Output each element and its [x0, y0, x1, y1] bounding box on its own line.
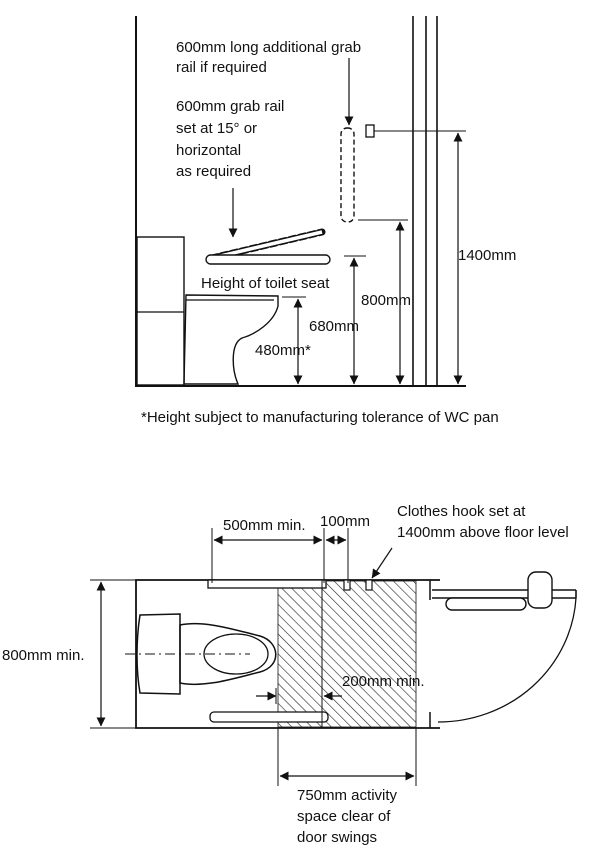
- grab-rail-angled: [208, 228, 326, 262]
- dim-label-100: 100mm: [320, 513, 370, 530]
- additional-rail-label: 600mm long additional grab rail if requi…: [176, 39, 365, 76]
- dim-label-500: 500mm min.: [223, 517, 306, 534]
- plan-view: 500mm min. 100mm Clothes hook set at 140…: [2, 503, 577, 846]
- width-label: 800mm min.: [2, 647, 85, 664]
- wc-plan: [125, 613, 277, 695]
- dim-label-200: 200mm min.: [342, 673, 425, 690]
- hook-bracket: [365, 124, 375, 138]
- seat-height-label: Height of toilet seat: [201, 275, 330, 292]
- grab-rail-label: 600mm grab rail set at 15° or horizontal…: [176, 98, 289, 180]
- clothes-hook-label: Clothes hook set at 1400mm above floor l…: [397, 503, 569, 541]
- dim-label-680: 680mm: [309, 318, 359, 335]
- plan-rail-top: [207, 579, 327, 589]
- door-swing: [432, 571, 577, 723]
- dim-label-480: 480mm*: [255, 342, 311, 359]
- wc-elevation: [136, 236, 279, 386]
- plan-rail-bottom: [209, 711, 329, 723]
- activity-space-hatch: [277, 580, 417, 728]
- footnote: *Height subject to manufacturing toleran…: [141, 409, 499, 426]
- leader-arrow-clothes-hook: [371, 547, 393, 579]
- dim-label-1400: 1400mm: [458, 247, 516, 264]
- additional-grab-rail: [340, 127, 355, 223]
- activity-space-label: 750mm activity space clear of door swing…: [297, 787, 401, 846]
- clothes-hook: [343, 579, 351, 591]
- dim-label-800: 800mm: [361, 292, 411, 309]
- elevation-view: 600mm long additional grab rail if requi…: [135, 16, 516, 426]
- grab-rail-horizontal: [205, 254, 331, 265]
